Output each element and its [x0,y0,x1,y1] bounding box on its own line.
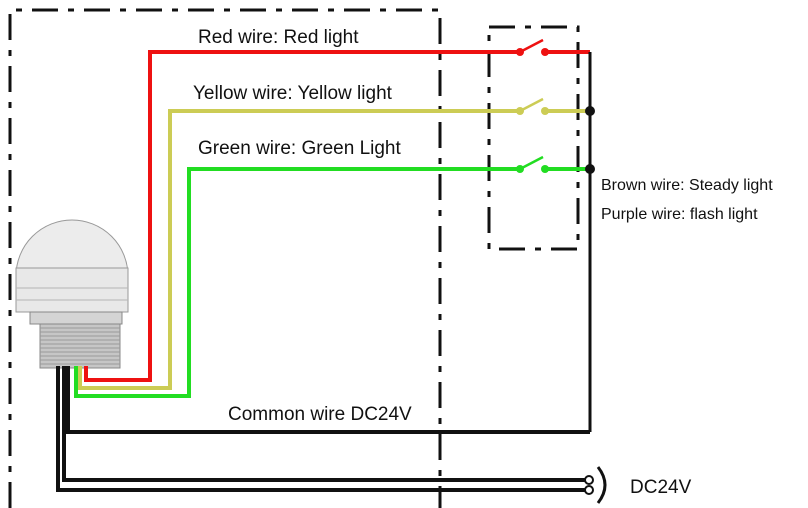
switch-red [516,38,590,56]
signal-light-icon [15,219,129,369]
common-wire-label: Common wire DC24V [228,404,412,425]
terminal-icon [584,475,594,485]
yellow-wire [78,109,520,390]
supply-wire-outer [56,366,586,492]
switch-yellow [516,97,590,115]
red-wire-label: Red wire: Red light [198,27,359,48]
switch-green [516,155,590,173]
purple-wire-label: Purple wire: flash light [601,206,758,223]
cabinet-boundary [8,8,442,508]
junction-dot [585,164,595,174]
green-wire-label: Green wire: Green Light [198,138,401,159]
supply-label: DC24V [630,477,692,498]
junction-dot [585,106,595,116]
red-wire [84,50,520,382]
supply-wire-inner [62,366,586,482]
terminal-icon [584,485,594,495]
brown-wire-label: Brown wire: Steady light [601,177,773,194]
yellow-wire-label: Yellow wire: Yellow light [193,83,393,104]
green-wire [74,167,520,398]
switch-box [487,25,580,251]
common-wire [66,366,590,434]
supply-bracket [596,466,607,504]
